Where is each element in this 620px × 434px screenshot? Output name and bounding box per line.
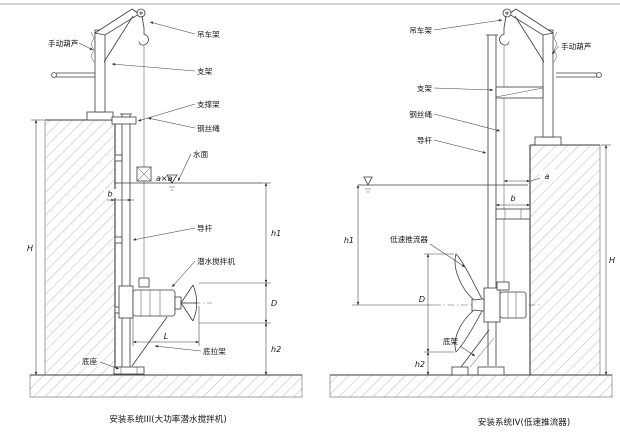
label-bracket-left: 支架: [197, 66, 213, 76]
crank-handle-icon: [596, 72, 602, 78]
label-mixer-left: 潜水搅拌机: [197, 256, 235, 266]
right-bottom-frame-strut: [460, 329, 490, 368]
label-manual-hoist-left: 手动葫芦: [48, 38, 79, 48]
rod-section-symbol: [136, 166, 152, 182]
wall-anchor: [114, 154, 123, 162]
mixer-hub: [174, 296, 182, 310]
label-bottom-tie-left: 底拉架: [203, 346, 226, 356]
crane-post: [542, 29, 554, 138]
right-base-plate: [477, 366, 505, 376]
mixer-guide-slider: [118, 285, 134, 319]
pusher-hub: [471, 298, 485, 312]
crane-post: [94, 29, 106, 113]
mixer-motor-body: [132, 289, 176, 317]
label-wire-rope-right: 钢丝绳: [409, 109, 432, 119]
dim-label-h1-left: h1: [271, 229, 281, 238]
dim-label-section-left: a×a: [156, 174, 173, 183]
pusher-blade-upper: [454, 253, 483, 301]
left-view: H b a×a h1 D h2 L 手动葫芦 吊车架: [27, 8, 303, 425]
dim-label-D-left: D: [271, 299, 277, 308]
left-wall-hatch: [44, 119, 116, 376]
left-mixer-part: [118, 277, 212, 322]
dim-label-b-left: b: [107, 190, 112, 199]
dim-label-h2-right: h2: [415, 360, 425, 369]
hook-icon: [138, 28, 149, 46]
hand-chain-icon: [90, 31, 95, 63]
crane-base-plate: [534, 136, 562, 146]
crane-brace: [514, 15, 545, 63]
right-foot-plate: [451, 366, 469, 376]
pulley-icon: [502, 8, 512, 18]
left-crane: [51, 8, 149, 278]
pulley-icon: [136, 8, 146, 18]
dim-label-b-right: b: [510, 194, 515, 203]
label-crane-frame-right: 吊车架: [409, 25, 432, 35]
pusher-motor-body: [499, 291, 527, 319]
label-manual-hoist-right: 手动葫芦: [561, 41, 592, 51]
right-view: a b h1 D h2 H 吊车架 手动葫芦 支架 钢丝绳: [329, 8, 615, 428]
right-ground-hatch: [329, 374, 613, 398]
left-bottom-tie-rod: [131, 316, 168, 367]
water-level-icon: [166, 174, 178, 184]
hand-chain-icon: [553, 31, 558, 63]
label-guide-rod-left: 导杆: [197, 223, 213, 233]
crane-jib: [93, 8, 140, 36]
label-guide-rod-right: 导杆: [417, 135, 433, 145]
right-callouts: 吊车架 手动葫芦 支架 钢丝绳 导杆 低速推流器 底架: [390, 19, 592, 357]
label-crane-frame-left: 吊车架: [197, 29, 220, 39]
pusher-blade-lower: [454, 309, 483, 353]
wall-anchor: [114, 236, 123, 244]
crane-brace: [103, 15, 134, 63]
left-callouts: 手动葫芦 吊车架 支架 支撑架 钢丝绳 水面 导杆 潜水搅拌机 底拉架 底座: [48, 21, 235, 370]
dim-label-D-right: D: [419, 295, 425, 304]
dim-label-h2-left: h2: [271, 345, 281, 354]
label-bracket-right: 支架: [417, 83, 433, 93]
label-water-surface-left: 水面: [193, 149, 209, 159]
water-level-icon: [363, 176, 373, 186]
right-wall-bracket: [495, 208, 531, 220]
dim-label-h1-right: h1: [344, 236, 354, 245]
mixer-propeller: [192, 284, 198, 322]
label-flow-pusher-right: 低速推流器: [390, 234, 428, 244]
left-base-plate: [113, 366, 145, 375]
right-crane: [499, 8, 602, 282]
right-wall-hatch: [529, 144, 601, 376]
label-wire-rope-left: 钢丝绳: [197, 123, 220, 133]
mixer-lifting-bracket: [138, 277, 150, 288]
left-water-surface: [115, 174, 262, 191]
caption-right: 安装系统IV(低速推流器): [478, 416, 570, 428]
right-water-surface: [358, 176, 528, 193]
left-ground-hatch: [29, 374, 303, 398]
dim-label-L-left: L: [164, 332, 168, 341]
left-dimensions: H b a×a h1 D h2 L: [27, 119, 281, 376]
label-base-left: 底座: [82, 356, 98, 366]
dim-label-H-left: H: [27, 244, 33, 253]
label-support-frame-left: 支撑架: [197, 99, 220, 109]
pusher-lifting-bracket: [496, 281, 510, 291]
dim-label-H-right: H: [609, 256, 615, 265]
hook-icon: [499, 28, 510, 46]
label-bottom-frame-right: 底架: [443, 336, 459, 346]
caption-left: 安装系统III(大功率潜水搅拌机): [109, 413, 226, 425]
left-support-frame-part: [111, 116, 137, 125]
pusher-guide-slider: [483, 287, 501, 323]
dim-label-a-right: a: [545, 172, 550, 181]
crank-handle-icon: [51, 72, 57, 78]
crane-base-plate: [86, 111, 114, 121]
crane-jib: [508, 8, 555, 36]
right-dimensions: a b h1 D h2 H: [344, 144, 615, 376]
